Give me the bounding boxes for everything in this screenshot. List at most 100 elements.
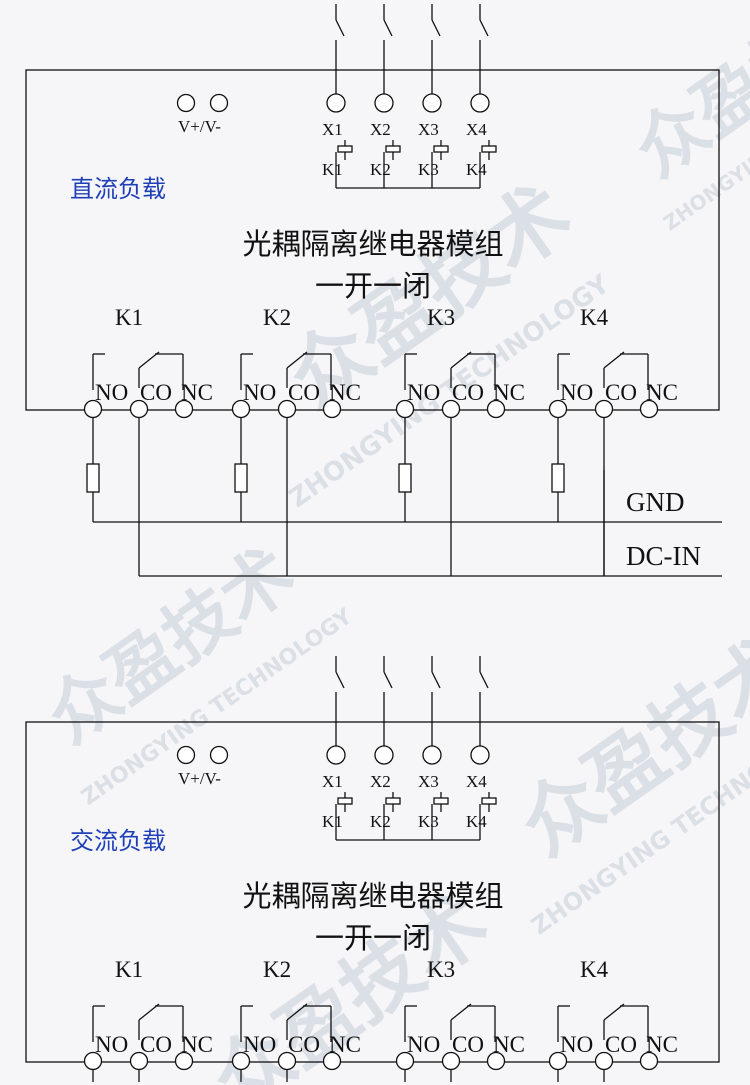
channel-label: K2 [263, 305, 291, 330]
input-relay-coil [385, 145, 401, 153]
input-relay-coil [337, 145, 353, 153]
terminal-co [441, 1051, 461, 1071]
terminal-label-co: CO [288, 1032, 320, 1057]
input-switch-blade [335, 19, 345, 37]
input-terminal [422, 93, 442, 113]
power-terminal-minus [209, 745, 229, 765]
terminal-co [441, 399, 461, 419]
terminal-label-no: NO [243, 1032, 276, 1057]
channel-label: K4 [580, 957, 609, 982]
input-label: X4 [466, 120, 487, 139]
terminal-no [83, 1051, 103, 1071]
input-label: X3 [418, 772, 439, 791]
terminal-co [277, 1051, 297, 1071]
terminal-nc [639, 399, 659, 419]
input-label: X4 [466, 772, 487, 791]
terminal-nc [486, 399, 506, 419]
terminal-label-co: CO [288, 380, 320, 405]
channel-label: K3 [427, 305, 455, 330]
input-switch-blade [479, 19, 489, 37]
input-relay-label: K2 [370, 160, 391, 179]
terminal-no [395, 399, 415, 419]
terminal-label-no: NO [407, 380, 440, 405]
input-label: X1 [322, 120, 343, 139]
relay-contact-blade [138, 1003, 160, 1021]
input-relay-label: K1 [322, 160, 343, 179]
input-terminal [470, 745, 490, 765]
channel-label: K1 [115, 957, 143, 982]
terminal-label-co: CO [452, 1032, 484, 1057]
gnd-label: GND [626, 487, 685, 517]
terminal-label-no: NO [560, 380, 593, 405]
terminal-no [548, 1051, 568, 1071]
input-terminal [470, 93, 490, 113]
relay-contact-blade [286, 1003, 308, 1021]
ac-load-panel: V+/V-交流负载光耦隔离继电器模组一开一闭X1K1X2K2X3K3X4K4K1… [25, 656, 720, 1082]
relay-contact-blade [138, 351, 160, 369]
terminal-label-no: NO [95, 1032, 128, 1057]
input-label: X2 [370, 772, 391, 791]
terminal-label-no: NO [407, 1032, 440, 1057]
module-title: 光耦隔离继电器模组 [242, 227, 503, 261]
input-relay-coil [481, 797, 497, 805]
watermark-brand-cn: 众盈技术 [620, 0, 750, 193]
input-relay-coil [481, 145, 497, 153]
module-subtitle: 一开一闭 [315, 921, 431, 955]
terminal-nc [322, 399, 342, 419]
input-switch-blade [335, 671, 345, 689]
channel-label: K4 [580, 305, 609, 330]
terminal-nc [639, 1051, 659, 1071]
power-terminal-plus [176, 745, 196, 765]
input-switch-blade [431, 19, 441, 37]
terminal-label-no: NO [560, 1032, 593, 1057]
terminal-co [594, 399, 614, 419]
input-relay-label: K1 [322, 812, 343, 831]
input-terminal [374, 745, 394, 765]
input-relay-label: K4 [466, 812, 487, 831]
channel-label: K3 [427, 957, 455, 982]
load-type-label: 交流负载 [70, 827, 166, 855]
load-type-label: 直流负载 [70, 175, 166, 203]
terminal-co [277, 399, 297, 419]
relay-contact-blade [450, 1003, 472, 1021]
module-box [25, 69, 720, 411]
watermark-brand-cn: 众盈技术 [505, 621, 750, 874]
input-relay-coil [337, 797, 353, 805]
channel-label: K2 [263, 957, 291, 982]
input-relay-coil [433, 797, 449, 805]
terminal-label-no: NO [243, 380, 276, 405]
power-label: V+/V- [178, 117, 221, 136]
terminal-no [548, 399, 568, 419]
terminal-no [395, 1051, 415, 1071]
input-terminal [374, 93, 394, 113]
terminal-co [594, 1051, 614, 1071]
input-relay-label: K2 [370, 812, 391, 831]
input-switch-blade [479, 671, 489, 689]
input-relay-coil [433, 145, 449, 153]
relay-contact-blade [603, 1003, 625, 1021]
terminal-label-co: CO [452, 380, 484, 405]
load-resistor [234, 463, 248, 493]
terminal-label-co: CO [140, 380, 172, 405]
relay-contact-blade [286, 351, 308, 369]
input-relay-label: K3 [418, 812, 439, 831]
input-switch-blade [431, 671, 441, 689]
terminal-no [231, 1051, 251, 1071]
power-terminal-minus [209, 93, 229, 113]
input-label: X1 [322, 772, 343, 791]
load-resistor [398, 463, 412, 493]
input-terminal [326, 93, 346, 113]
terminal-nc [174, 399, 194, 419]
terminal-label-no: NO [95, 380, 128, 405]
power-terminal-plus [176, 93, 196, 113]
dc-in-label: DC-IN [626, 541, 701, 571]
input-terminal [326, 745, 346, 765]
input-relay-label: K3 [418, 160, 439, 179]
terminal-no [83, 399, 103, 419]
relay-contact-blade [603, 351, 625, 369]
dc-load-panel: V+/V-直流负载光耦隔离继电器模组一开一闭X1K1X2K2X3K3X4K4K1… [25, 4, 722, 577]
module-title: 光耦隔离继电器模组 [242, 879, 503, 913]
relay-contact-blade [450, 351, 472, 369]
input-switch-blade [383, 671, 393, 689]
